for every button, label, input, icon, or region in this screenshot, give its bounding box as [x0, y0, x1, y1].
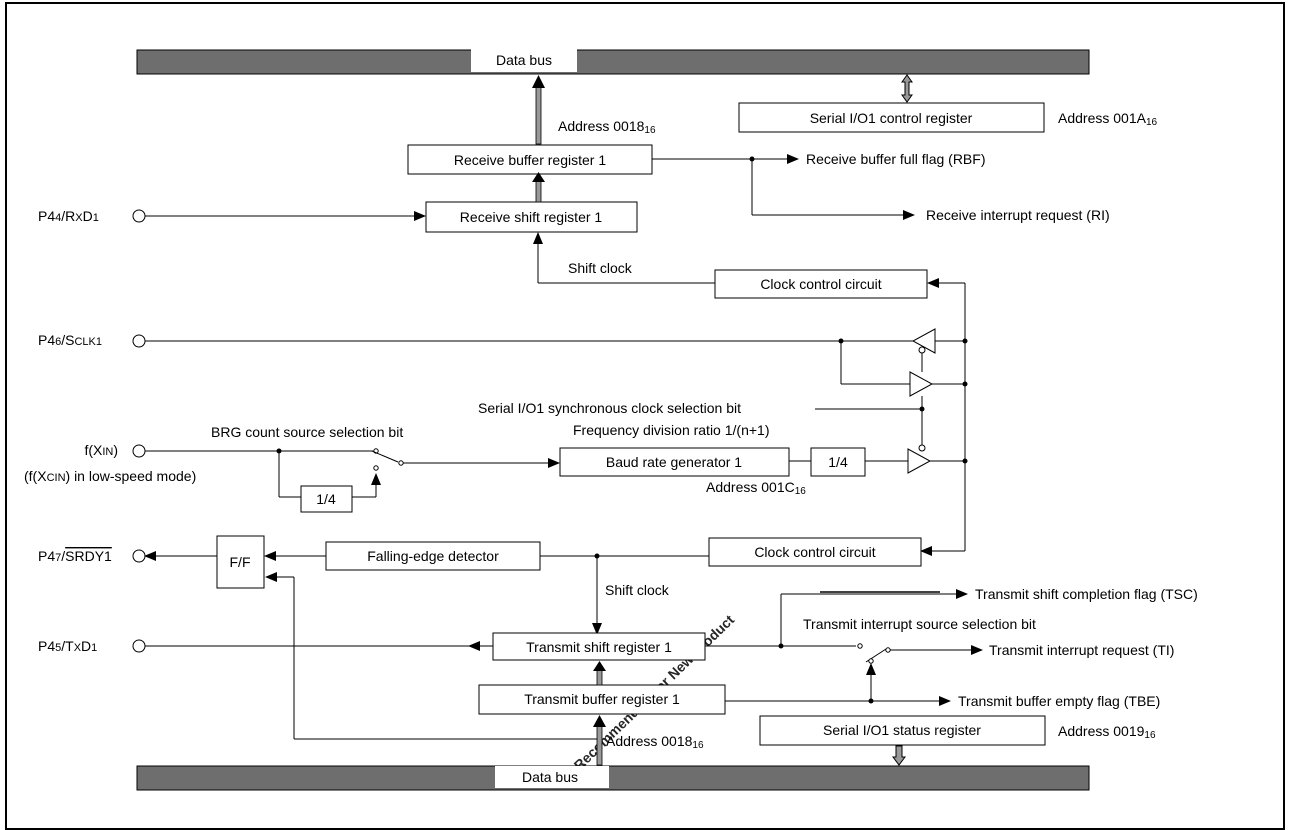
p46-sclk1-label: P46/SCLK1 — [38, 332, 102, 348]
fxin-pin-icon — [132, 444, 146, 458]
falling-edge-detector: Falling-edge detector — [325, 541, 541, 571]
prescaler-quarter-box: 1/4 — [300, 485, 353, 513]
p46-pin-icon — [132, 334, 146, 348]
brg-clock-buffer-icon — [907, 444, 968, 474]
brg-quarter-box: 1/4 — [810, 447, 866, 477]
tx-int-switch-icon — [857, 643, 891, 664]
address-001c-label: Address 001C16 — [706, 479, 806, 497]
svg-text:Transmit buffer register 1: Transmit buffer register 1 — [524, 691, 680, 707]
svg-text:1/4: 1/4 — [316, 491, 336, 507]
address-0018-tx-label: Address 001816 — [606, 733, 704, 751]
clock-control-circuit-upper: Clock control circuit — [714, 269, 928, 299]
svg-text:Clock control circuit: Clock control circuit — [760, 276, 881, 292]
svg-text:Falling-edge detector: Falling-edge detector — [367, 548, 499, 564]
p44-rxd1-label: P44/RXD1 — [38, 208, 99, 224]
tbe-flag-label: Transmit buffer empty flag (TBE) — [958, 693, 1160, 709]
data-bus-top-label: Data bus — [496, 52, 552, 68]
fxcin-label: (f(XCIN) in low-speed mode) — [24, 468, 196, 484]
svg-text:Transmit shift register 1: Transmit shift register 1 — [526, 639, 672, 655]
receive-shift-register: Receive shift register 1 — [425, 201, 638, 233]
address-001a-label: Address 001A16 — [1058, 110, 1158, 128]
svg-text:Receive buffer register 1: Receive buffer register 1 — [454, 152, 606, 168]
sclk-input-buffer-icon — [838, 338, 968, 397]
receive-buffer-register: Receive buffer register 1 — [407, 144, 653, 175]
shift-clock-rx-label: Shift clock — [568, 260, 633, 276]
tx-int-sel-label: Transmit interrupt source selection bit — [803, 616, 1036, 632]
status-register: Serial I/O1 status register — [759, 715, 1046, 746]
p47-srdy1-label: P47/SRDY1 — [38, 548, 112, 564]
p45-txd1-label: P45/TXD1 — [38, 638, 97, 654]
ri-request-label: Receive interrupt request (RI) — [926, 207, 1110, 223]
address-0019-label: Address 001916 — [1058, 723, 1156, 741]
ff-flipflop: F/F — [216, 535, 265, 589]
data-bus-bottom-label: Data bus — [522, 769, 578, 785]
svg-text:Clock control circuit: Clock control circuit — [754, 544, 875, 560]
p45-pin-icon — [132, 639, 146, 653]
ti-request-label: Transmit interrupt request (TI) — [989, 642, 1174, 658]
svg-text:F/F: F/F — [230, 554, 251, 570]
status-to-bus-arrow — [892, 745, 906, 766]
sclk-output-buffer-icon — [911, 328, 968, 354]
baud-rate-generator: Baud rate generator 1 — [559, 447, 790, 477]
sync-clock-sel-label: Serial I/O1 synchronous clock selection … — [478, 400, 741, 416]
svg-text:Baud rate generator 1: Baud rate generator 1 — [606, 454, 742, 470]
p44-pin-icon — [132, 209, 146, 223]
address-0018-rx-label: Address 001816 — [558, 118, 656, 136]
transmit-shift-register: Transmit shift register 1 — [492, 632, 706, 661]
freq-div-label: Frequency division ratio 1/(n+1) — [573, 422, 770, 438]
shift-clock-tx-label: Shift clock — [605, 582, 670, 598]
svg-text:Receive shift register 1: Receive shift register 1 — [460, 209, 603, 225]
rbf-flag-label: Receive buffer full flag (RBF) — [806, 151, 985, 167]
svg-text:Serial I/O1 control register: Serial I/O1 control register — [810, 110, 973, 126]
p47-pin-icon — [132, 549, 146, 563]
brg-count-sel-label: BRG count source selection bit — [211, 424, 403, 440]
fxin-label: f(XIN) — [84, 442, 118, 458]
brg-source-switch-icon — [371, 448, 404, 471]
tsc-flag-label: Transmit shift completion flag (TSC) — [975, 586, 1198, 602]
svg-text:Serial I/O1 status register: Serial I/O1 status register — [823, 722, 981, 738]
transmit-buffer-register: Transmit buffer register 1 — [478, 684, 726, 715]
data-bus-top: Data bus — [136, 48, 1090, 75]
tx-buffer-to-shift-arrow — [593, 661, 606, 686]
rx-shift-to-buffer-arrow — [532, 172, 545, 203]
rbf-ri-wiring — [652, 154, 915, 220]
data-bus-bottom: Data bus — [136, 765, 1090, 791]
clock-control-circuit-lower: Clock control circuit — [708, 537, 922, 567]
outer-frame — [5, 2, 1285, 830]
serial-control-register: Serial I/O1 control register — [738, 74, 1045, 133]
bus-to-tx-buffer-arrow — [593, 715, 606, 766]
rx-buffer-to-bus-arrow — [532, 75, 545, 145]
svg-text:1/4: 1/4 — [828, 454, 848, 470]
